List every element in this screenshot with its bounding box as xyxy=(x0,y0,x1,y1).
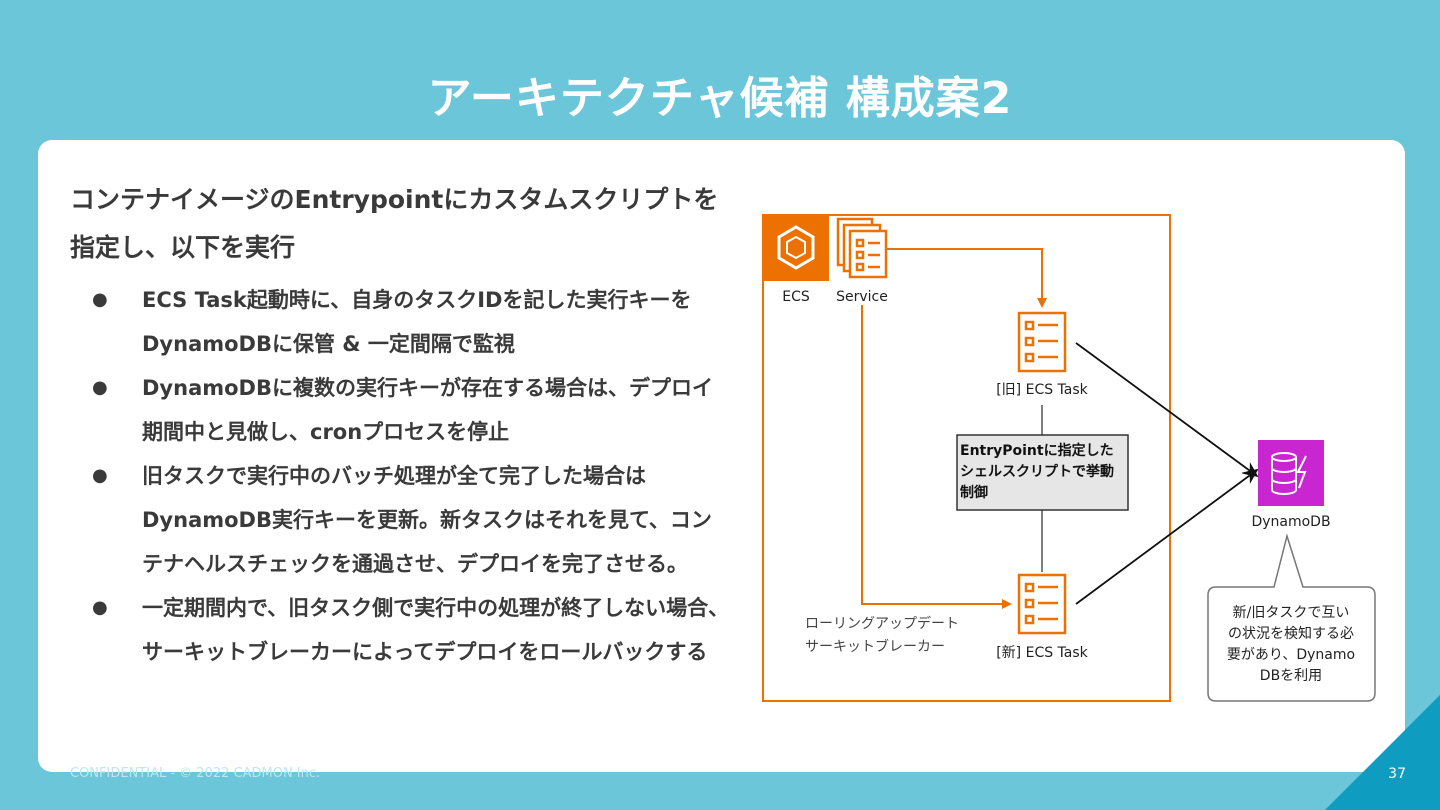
bullet-item: ●旧タスクで実行中のバッチ処理が全て完了した場合はDynamoDB実行キーを更新… xyxy=(92,454,732,586)
lead-text: コンテナイメージのEntrypointにカスタムスクリプトを指定し、以下を実行 xyxy=(70,185,719,262)
bullet-dot: ● xyxy=(92,597,108,618)
bullet-item: ●一定期間内で、旧タスク側で実行中の処理が終了しない場合、サーキットブレーカーに… xyxy=(92,586,732,674)
page-number: 37 xyxy=(1388,766,1406,782)
confidential-footer: CONFIDENTIAL - © 2022 CADMON Inc. xyxy=(70,766,321,781)
bullet-dot: ● xyxy=(92,377,108,398)
bullet-dot: ● xyxy=(92,289,108,310)
corner-decoration xyxy=(1325,695,1440,810)
bullet-list: ●ECS Task起動時に、自身のタスクIDを記した実行キーをDynamoDBに… xyxy=(92,278,732,674)
bullet-dot: ● xyxy=(92,465,108,486)
bullet-item: ●DynamoDBに複数の実行キーが存在する場合は、デプロイ期間中と見做し、cr… xyxy=(92,366,732,454)
bullet-item: ●ECS Task起動時に、自身のタスクIDを記した実行キーをDynamoDBに… xyxy=(92,278,732,366)
slide-title: アーキテクチャ候補 構成案2 xyxy=(427,73,1013,124)
